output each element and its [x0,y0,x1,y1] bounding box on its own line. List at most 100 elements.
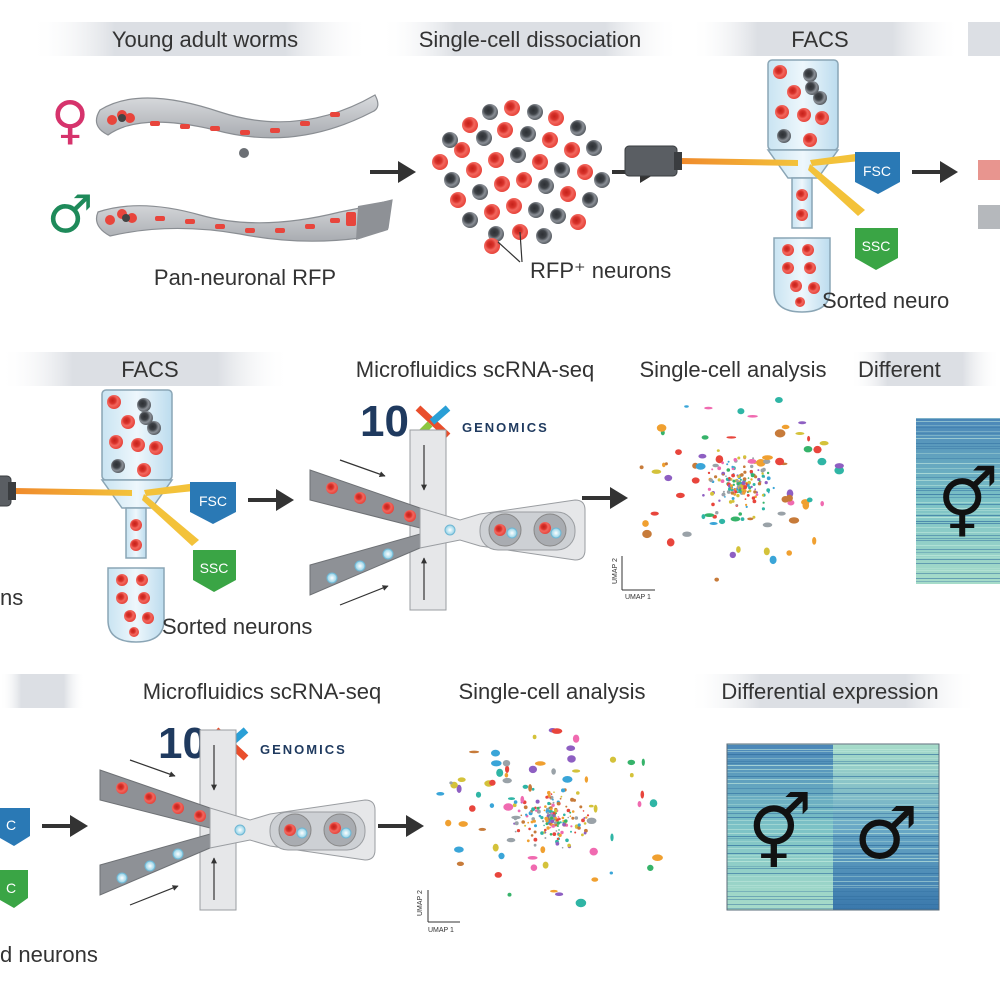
umap-point [550,816,554,820]
umap-cluster [763,459,771,464]
umap-point [720,479,725,483]
umap-point [731,497,735,500]
umap-cluster [763,547,770,556]
fsc-badge-fragment [0,808,30,846]
umap-point [743,470,747,474]
heatmap-row [727,769,939,770]
umap-cluster [736,546,741,553]
header-facs-2: FACS [121,357,178,382]
umap-point [761,472,764,475]
umap-point [560,795,563,798]
umap-cluster [532,734,537,740]
sorted-neurons-fragment-mid: ns [0,585,23,610]
umap-point [570,825,573,828]
umap-cluster [445,819,452,827]
umap-point [761,494,765,497]
umap-cluster [561,788,566,793]
umap-cluster [562,776,573,783]
heatmap-row [916,513,1000,514]
heatmap-row [916,502,1000,503]
umap-point [558,829,560,831]
heatmap-row [727,881,939,882]
umap-cluster [503,803,514,811]
umap-point [574,831,577,834]
tenx-number-2: 10 [158,719,207,768]
umap-cluster [729,551,736,559]
umap-point [549,826,552,829]
umap-point [533,843,537,847]
arrow-3 [910,159,960,185]
umap-cluster [489,803,495,808]
umap-cluster [802,501,810,510]
umap1-label-2: UMAP 1 [428,927,454,934]
umap-cluster [454,846,464,853]
umap-cluster [642,529,652,539]
umap-cluster [726,436,737,439]
umap-point [559,797,562,800]
umap-point [512,803,517,808]
umap-cluster [457,777,466,782]
umap-point [772,486,775,490]
umap-point [565,838,569,843]
umap-point [752,457,755,460]
rfp-neurons-label: RFP⁺ neurons [530,258,671,283]
heatmap-row [916,418,1000,419]
umap-point [739,478,743,481]
umap-point [726,490,731,494]
cell-cluster [432,100,610,254]
umap-point [746,494,750,497]
umap-cluster [834,466,844,475]
umap-cluster [641,758,645,766]
umap-point [722,473,725,476]
heatmap-row [727,820,939,821]
umap-point [555,830,558,832]
heatmap-row [727,810,939,811]
umap-cluster [664,474,673,482]
umap-cluster [584,776,589,783]
heatmap-row [727,807,939,808]
umap-point [545,795,549,799]
umap-cluster [469,750,480,754]
umap-cluster [709,522,718,525]
umap-cluster [775,457,785,466]
ssc-badge-2 [193,550,236,592]
heatmap-row [916,573,1000,574]
umap-point [586,814,590,817]
umap-point [540,831,544,835]
umap-cluster [456,784,462,794]
umap-point [737,488,739,491]
umap-point [762,501,765,504]
umap-cluster [475,791,482,798]
umap-point [748,486,752,490]
heatmap-row [727,763,939,764]
umap-cluster [530,864,538,871]
umap-cluster [542,861,549,869]
heatmap-row [727,908,939,909]
umap-cluster [762,522,773,528]
umap-point [556,825,559,827]
umap-cluster [715,455,724,464]
umap-point [711,468,714,471]
heatmap-row [916,431,1000,432]
umap-point [583,831,587,835]
umap-point [530,820,534,824]
sorted-neurons-fragment-bottom: d neurons [0,942,98,967]
umap-cluster [458,821,468,827]
arrow-5 [580,485,630,511]
umap-point [552,798,554,801]
umap-cluster [527,856,538,860]
heatmap-row [916,555,1000,556]
umap-cluster [762,455,773,460]
umap-point [514,830,517,833]
umap-cluster [803,446,813,453]
row-2: FACS Microfluidics scRNA-seq Single-cell… [0,352,1000,643]
header-bar-dissociation [380,22,680,56]
umap-cluster [812,537,817,545]
umap-point [579,805,583,809]
heatmap-row [916,446,1000,447]
heatmap-row [727,765,939,766]
heatmap-row [727,779,939,780]
arrow-6 [40,813,90,839]
edge-fragment-2 [978,205,1000,229]
umap-cluster [795,432,805,435]
